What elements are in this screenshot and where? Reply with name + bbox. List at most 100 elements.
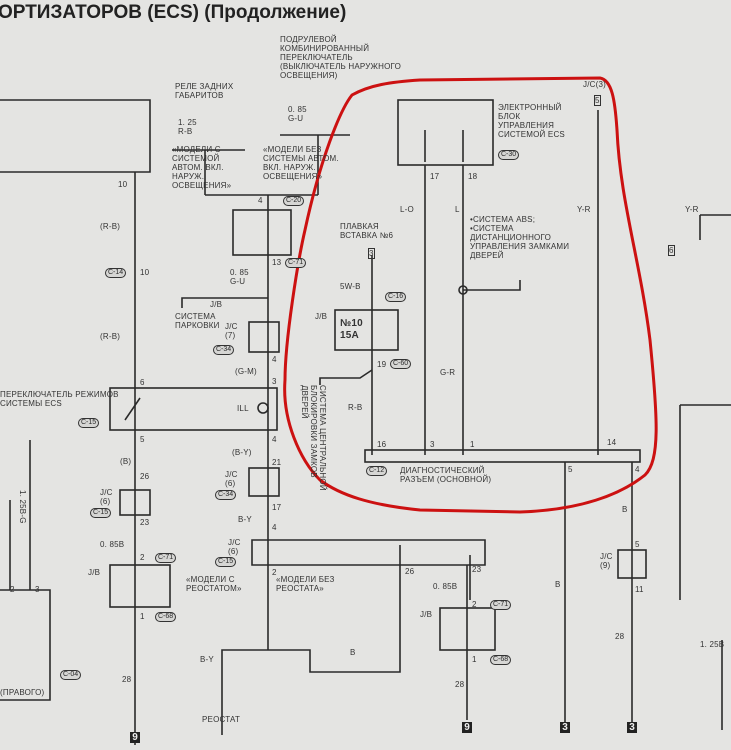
jb-label: J/B [315,312,328,321]
diagnostic-connector-label: ДИАГНОСТИЧЕСКИЙ РАЗЪЕМ (ОСНОВНОЙ) [400,466,492,484]
connector-tag: C-15 [78,418,100,428]
ground-icon: 9 [130,732,140,743]
wire-label: Y-R [685,205,699,214]
model-rheostat-with: «МОДЕЛИ С РЕОСТАТОМ» [186,575,242,593]
pin-label: 23 [140,518,150,527]
connector-tag: C-15 [90,508,112,518]
pin-label: 23 [472,565,482,574]
pin-label: 28 [615,632,625,641]
pin-label: 2 [472,600,477,609]
wire-label: (B-Y) [232,448,252,457]
fuse-label: №10 15A [340,318,363,341]
pin-label: 4 [258,196,263,205]
jb-label: J/B [420,610,433,619]
jc-label: J/C (6) [225,470,238,488]
connector-tag: C-14 [105,268,127,278]
jc-label: J/C (9) [600,552,613,570]
connector-tag: C-16 [385,292,407,302]
pin-label: 10 [118,180,128,189]
wire-label: B [555,580,561,589]
diagnostic-connector [364,449,641,463]
pin-label: 5 [568,465,573,474]
connector-tag: C-20 [283,196,305,206]
column-switch-label: ПОДРУЛЕВОЙ КОМБИНИРОВАННЫЙ ПЕРЕКЛЮЧАТЕЛЬ… [280,35,402,80]
tail-relay-label: РЕЛЕ ЗАДНИХ ГАБАРИТОВ [175,82,234,100]
ground-icon: 9 [462,722,472,733]
pin-label: 2 [140,553,145,562]
central-lock-label: СИСТЕМА ЦЕНТРАЛЬНОЙ БЛОКИРОВКИ ЗАМКОВ ДВ… [300,385,327,491]
jc-label: J/C (6) [228,538,241,556]
pin-label: 4 [272,355,277,364]
pin-label: 2 [10,585,15,594]
connector-tag: C-12 [366,466,388,476]
pin-label: 6 [668,245,675,256]
pin-label: 17 [272,503,282,512]
pin-label: 1 [140,612,145,621]
connector-tag: C-34 [213,345,235,355]
wire-label: 0. 85B [433,582,458,591]
wire-label: L [455,205,460,214]
wire-label: (R-B) [100,332,121,341]
jc3-label: J/C(3) [583,80,606,89]
pin-label: 26 [405,567,415,576]
parking-label: СИСТЕМА ПАРКОВКИ [175,312,220,330]
pin-label: 10 [140,268,150,277]
pin-label: 5 [140,435,145,444]
wire-label: (B) [120,457,132,466]
jb-label: J/B [88,568,101,577]
connector-tag: C-71 [285,258,307,268]
jb-box-top [232,209,292,256]
wire-label: B [350,648,356,657]
ecu-label: ЭЛЕКТРОННЫЙ БЛОК УПРАВЛЕНИЯ СИСТЕМОЙ ECS [498,103,565,139]
pin-label: 6 [140,378,145,387]
wire-label: 0. 85B [100,540,125,549]
wire-label: L-O [400,205,414,214]
connector-tag: C-30 [498,150,520,160]
wire-label: R-B [348,403,363,412]
wire-label: Y-R [577,205,591,214]
pin-label: 2 [272,568,277,577]
model-rheostat-without: «МОДЕЛИ БЕЗ РЕОСТАТА» [276,575,335,593]
connector-tag: C-15 [215,557,237,567]
ground-icon: 3 [560,722,570,733]
pin-label: 11 [635,585,644,594]
pin-label: 17 [430,172,440,181]
wire-label: 0. 85 G-U [288,105,307,123]
wire-label: (G-M) [235,367,257,376]
red-annotation-loop [283,76,658,514]
pin-label: 13 [272,258,282,267]
jc3-number: 5 [594,95,601,106]
pin-label: 4 [635,465,640,474]
fusible-number: 3 [368,248,375,259]
pin-label: 1 [472,655,477,664]
connector-tag: C-71 [490,600,512,610]
pin-label: 26 [140,472,150,481]
fuse-box [334,309,399,351]
page-title: ОРТИЗАТОРОВ (ECS) (Продолжение) [0,2,347,23]
jc-label: J/C (7) [225,322,238,340]
pin-label: 21 [272,458,282,467]
wire-label: 1. 25B [700,640,725,649]
connector-tag: C-34 [215,490,237,500]
pin-label: 4 [272,435,277,444]
ground-icon: 3 [627,722,637,733]
right-label: (ПРАВОГО) [0,688,45,697]
wire-label: G-R [440,368,456,377]
pin-label: 18 [468,172,478,181]
wire-label: B-Y [200,655,214,664]
jb-label: J/B [210,300,223,309]
wire-label: 5W-B [340,282,361,291]
pin-label: 28 [122,675,132,684]
pin-label: 28 [455,680,465,689]
pin-label: 3 [35,585,40,594]
pin-label: 19 [377,360,387,369]
connector-tag: C-71 [155,553,177,563]
ecs-ecu-box [397,99,494,166]
wire-label: 1. 25 R-B [178,118,197,136]
models-without-label: «МОДЕЛИ БЕЗ СИСТЕМЫ АВТОМ. ВКЛ. НАРУЖ. О… [263,145,339,181]
pin-label: 4 [272,523,277,532]
connector-tag: C-68 [155,612,177,622]
pin-label: 3 [272,377,277,386]
abs-note: •СИСТЕМА ABS; •СИСТЕМА ДИСТАНЦИОННОГО УП… [470,215,570,260]
ecs-mode-switch-box [109,387,278,431]
